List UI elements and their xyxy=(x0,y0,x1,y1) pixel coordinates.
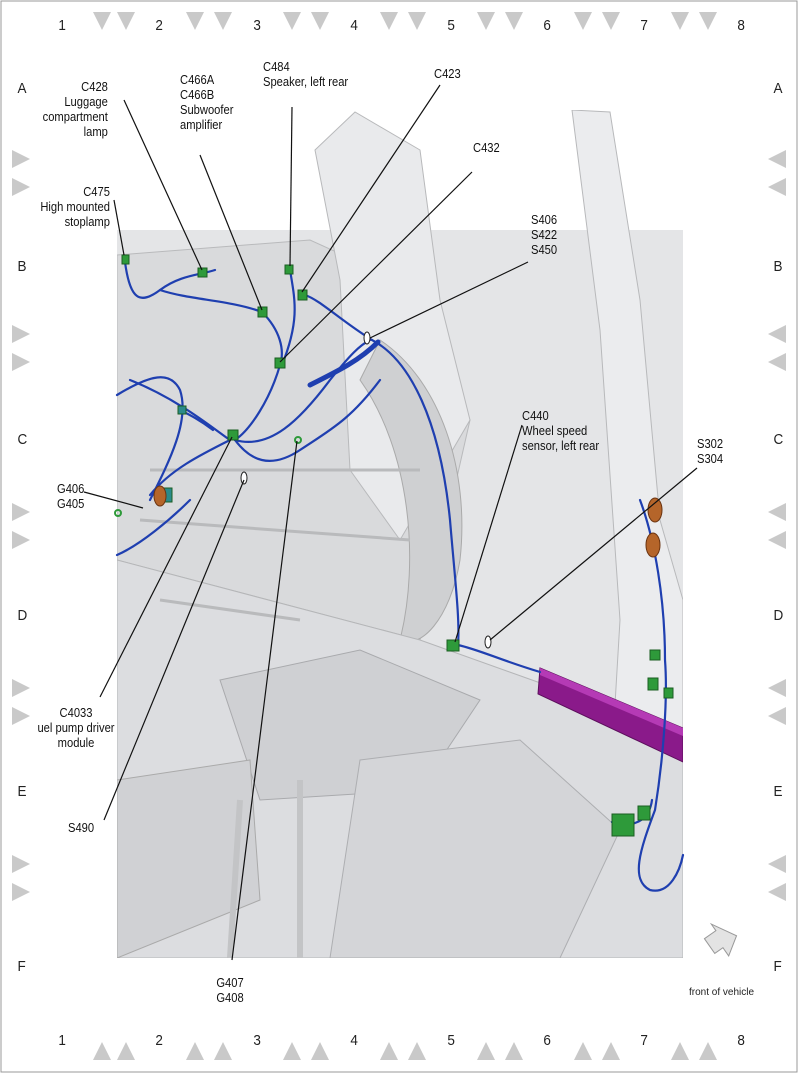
grid-markers-top xyxy=(93,12,717,30)
col-label: 2 xyxy=(155,1032,163,1049)
callout-g407: G407 G408 xyxy=(216,975,244,1005)
col-label: 3 xyxy=(253,17,261,34)
col-label: 7 xyxy=(640,17,648,34)
row-label: D xyxy=(17,607,28,624)
row-label: A xyxy=(773,80,783,97)
grid-markers-left xyxy=(12,150,30,901)
front-of-vehicle-arrow-icon xyxy=(703,922,738,957)
callout-c4033: C4033 uel pump driver module xyxy=(37,705,115,750)
callout-s406: S406 S422 S450 xyxy=(531,212,558,257)
row-label: A xyxy=(17,80,27,97)
col-label: 7 xyxy=(640,1032,648,1049)
callout-g406: G406 G405 xyxy=(57,481,85,511)
col-label: 8 xyxy=(737,1032,745,1049)
callout-c423: C423 xyxy=(434,66,461,81)
col-label: 1 xyxy=(58,17,66,34)
col-label: 5 xyxy=(447,17,455,34)
callout-s490: S490 xyxy=(68,820,95,835)
row-label: B xyxy=(773,258,783,275)
col-label: 6 xyxy=(543,1032,551,1049)
row-label: E xyxy=(773,783,783,800)
col-label: 4 xyxy=(350,1032,358,1049)
front-of-vehicle-label: front of vehicle xyxy=(689,987,755,998)
grid-markers-right xyxy=(768,150,786,901)
callout-c475: C475 High mounted stoplamp xyxy=(40,184,110,229)
row-label: B xyxy=(17,258,27,275)
row-label: C xyxy=(773,431,784,448)
leader-lines xyxy=(83,84,698,961)
col-label: 6 xyxy=(543,17,551,34)
row-label: D xyxy=(773,607,784,624)
col-label: 8 xyxy=(737,17,745,34)
row-label: E xyxy=(17,783,27,800)
row-label: C xyxy=(17,431,28,448)
splice-markers xyxy=(240,331,492,649)
col-label: 5 xyxy=(447,1032,455,1049)
row-label: F xyxy=(17,958,26,975)
grommets xyxy=(153,485,663,558)
callout-c466: C466A C466B Subwoofer amplifier xyxy=(180,72,234,132)
callout-c432: C432 xyxy=(473,140,500,155)
grid-markers-bottom xyxy=(93,1042,717,1060)
callout-c440: C440 Wheel speed sensor, left rear xyxy=(522,408,600,453)
col-label: 3 xyxy=(253,1032,261,1049)
vehicle-body-illustration xyxy=(117,110,683,958)
row-label: F xyxy=(773,958,782,975)
callout-c484: C484 Speaker, left rear xyxy=(263,59,349,89)
callout-s302: S302 S304 xyxy=(697,436,724,466)
col-label: 2 xyxy=(155,17,163,34)
col-label: 1 xyxy=(58,1032,66,1049)
callout-c428: C428 Luggage compartment lamp xyxy=(42,79,108,139)
col-label: 4 xyxy=(350,17,358,34)
